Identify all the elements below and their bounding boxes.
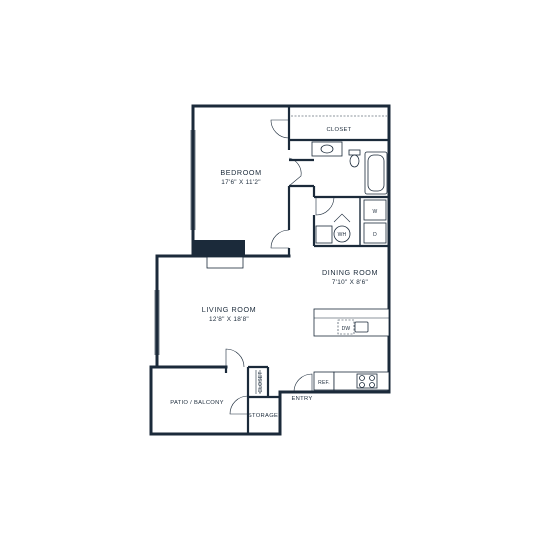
- fireplace-hearth: [206, 256, 244, 269]
- sink: [320, 144, 334, 154]
- dryer-label: D: [373, 232, 377, 238]
- kitchen: DW REF.: [313, 308, 390, 391]
- water-heater: [333, 225, 351, 243]
- living-dims: 12'8" X 18'8": [209, 316, 249, 323]
- entry-label: ENTRY: [291, 396, 312, 402]
- laundry: W D WH: [315, 199, 387, 244]
- living-window: [154, 290, 160, 355]
- doors: [225, 119, 335, 415]
- washer: [363, 199, 387, 221]
- bathroom: [311, 141, 388, 195]
- dining-label: DINING ROOM: [322, 268, 378, 277]
- bedroom-window: [190, 130, 196, 230]
- water-heater-label: WH: [338, 232, 347, 238]
- dishwasher: [337, 319, 355, 335]
- fireplace-block: [193, 240, 245, 257]
- closet-top-label: CLOSET: [327, 127, 352, 133]
- bedroom-dims: 17'6" X 11'2": [221, 179, 261, 186]
- toilet-bowl: [349, 154, 360, 168]
- room-labels: CLOSET BEDROOM 17'6" X 11'2" DINING ROOM…: [170, 127, 378, 419]
- dryer: [363, 222, 387, 244]
- closet-side-label: CLOSET: [258, 371, 264, 392]
- toilet-tank: [348, 149, 361, 156]
- kitchen-counter: [313, 308, 390, 337]
- dining-dims: 7'10" X 8'6": [332, 279, 368, 286]
- bathtub-inner: [367, 154, 385, 192]
- living-label: LIVING ROOM: [202, 305, 257, 314]
- dishwasher-label: DW: [342, 326, 351, 332]
- utility-sink: [315, 225, 333, 244]
- kitchen-sink: [354, 321, 369, 333]
- storage-label: STORAGE: [248, 413, 278, 419]
- laundry-door: [333, 213, 351, 223]
- patio-label: PATIO / BALCONY: [170, 400, 224, 406]
- refrigerator-label: REF.: [318, 380, 330, 386]
- washer-label: W: [373, 209, 378, 215]
- bedroom-label: BEDROOM: [220, 168, 261, 177]
- interior-walls: [224, 106, 389, 434]
